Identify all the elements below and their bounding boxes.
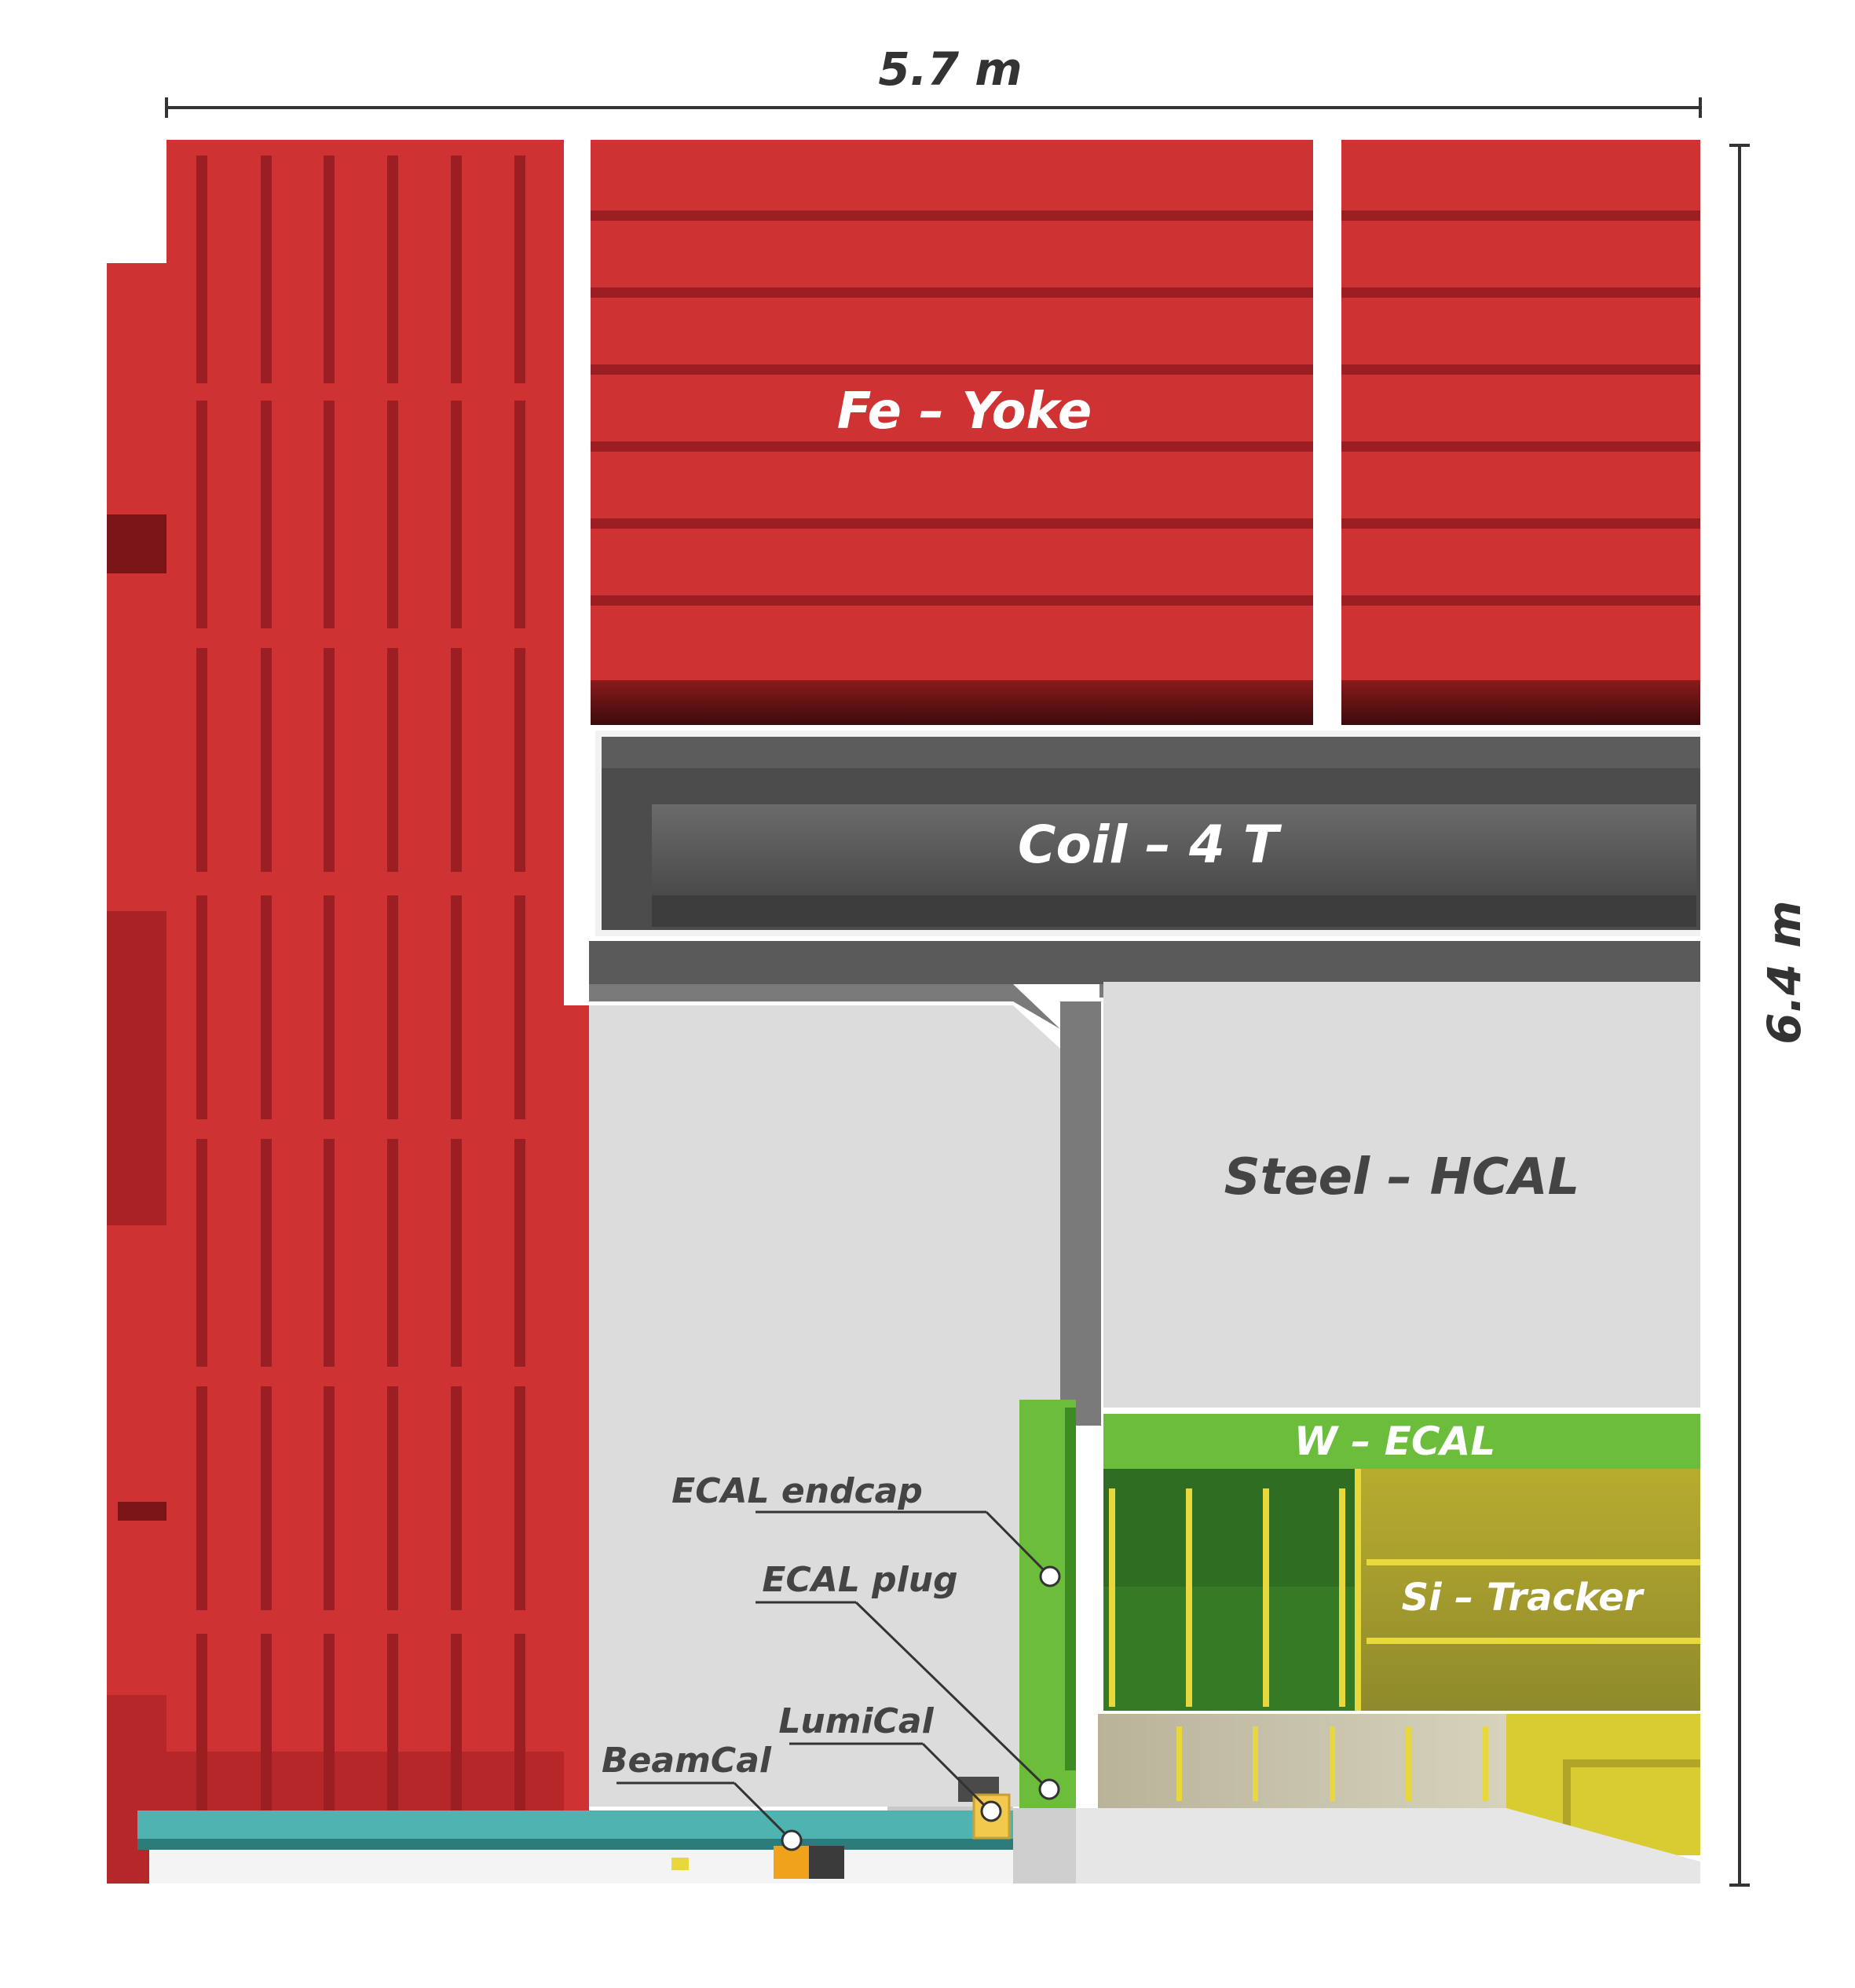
hcal-endcap xyxy=(589,1005,1060,1807)
yoke-layer xyxy=(591,211,1313,221)
yoke-endcap-grooves xyxy=(196,156,525,1814)
yoke-groove xyxy=(514,895,525,1119)
yoke-groove xyxy=(324,1386,335,1610)
inner-tracker-line xyxy=(1253,1726,1258,1801)
yoke-groove xyxy=(387,1634,398,1814)
yoke-layer xyxy=(1341,441,1700,452)
yoke-groove xyxy=(261,401,272,628)
yoke-groove xyxy=(196,895,207,1119)
height-label: 6.4 m xyxy=(1758,900,1811,1044)
yoke-layer xyxy=(591,518,1313,529)
ecal-layer-line xyxy=(1339,1488,1345,1707)
yoke-groove xyxy=(514,401,525,628)
yoke-groove xyxy=(387,1386,398,1610)
yoke-layer xyxy=(591,364,1313,375)
yoke-groove xyxy=(261,648,272,872)
yoke-groove xyxy=(451,156,462,383)
yoke-layer xyxy=(1341,595,1700,606)
yoke-groove xyxy=(261,1634,272,1814)
callout-ecal-endcap: ECAL endcap xyxy=(671,1471,1061,1587)
yoke-barrel xyxy=(591,140,1700,725)
yoke-groove xyxy=(387,895,398,1119)
yoke-label: Fe – Yoke xyxy=(837,383,1092,441)
yoke-groove xyxy=(324,1634,335,1814)
support-structure xyxy=(589,941,1700,1426)
ecal-layer-line xyxy=(1186,1488,1192,1707)
yoke-groove xyxy=(324,156,335,383)
yoke-groove xyxy=(387,401,398,628)
yoke-groove xyxy=(261,156,272,383)
yoke-groove xyxy=(514,1634,525,1814)
lumical-label: LumiCal xyxy=(778,1701,934,1741)
yoke-groove xyxy=(451,1634,462,1814)
yoke-groove xyxy=(196,1634,207,1814)
coil xyxy=(595,730,1700,936)
yoke-groove xyxy=(196,648,207,872)
ecal-plug-label: ECAL plug xyxy=(762,1560,957,1600)
ecal-layers xyxy=(1109,1488,1345,1707)
inner-tracker-line xyxy=(1330,1726,1335,1801)
hcal-label: Steel – HCAL xyxy=(1224,1148,1580,1206)
inner-tracker-layers xyxy=(1176,1726,1488,1801)
yoke-layer xyxy=(1341,211,1700,221)
yoke-groove xyxy=(514,1386,525,1610)
yoke-groove xyxy=(451,1386,462,1610)
yoke-groove xyxy=(324,1139,335,1367)
beampipe xyxy=(137,1810,1013,1884)
ecal-endcap xyxy=(1019,1400,1076,1808)
yoke-groove xyxy=(324,895,335,1119)
beamcal-detector xyxy=(774,1846,844,1879)
hcal-barrel xyxy=(1103,982,1700,1408)
inner-tracker-line xyxy=(1176,1726,1182,1801)
ecal-layer-line xyxy=(1263,1488,1269,1707)
yoke-groove xyxy=(261,1386,272,1610)
callout-ecal-plug: ECAL plug xyxy=(756,1560,1060,1800)
coil-label: Coil – 4 T xyxy=(1018,815,1282,875)
width-dimension xyxy=(165,97,1702,118)
yoke-groove xyxy=(261,1139,272,1367)
yoke-layer xyxy=(1341,287,1700,298)
yoke-layer xyxy=(591,287,1313,298)
yoke-groove xyxy=(261,895,272,1119)
yoke-layer xyxy=(1341,364,1700,375)
yoke-groove xyxy=(196,1139,207,1367)
yoke-groove xyxy=(387,1139,398,1367)
ecal-layer-line xyxy=(1109,1488,1115,1707)
callout-beamcal: BeamCal xyxy=(602,1741,803,1851)
yoke-groove xyxy=(196,1386,207,1610)
inner-tracker-line xyxy=(1406,1726,1411,1801)
tracker-label: Si – Tracker xyxy=(1402,1576,1645,1620)
yoke-groove xyxy=(387,648,398,872)
yoke-groove xyxy=(514,1139,525,1367)
yoke-endcap xyxy=(107,140,589,1884)
yoke-groove xyxy=(324,401,335,628)
yoke-layer xyxy=(591,595,1313,606)
callout-lumical: LumiCal xyxy=(778,1701,1002,1822)
yoke-groove xyxy=(514,156,525,383)
ecal-endcap-label: ECAL endcap xyxy=(671,1471,923,1511)
height-dimension xyxy=(1729,144,1750,1887)
yoke-groove xyxy=(324,648,335,872)
yoke-layer xyxy=(591,441,1313,452)
inner-tracker xyxy=(1098,1714,1700,1855)
yoke-layer xyxy=(1341,518,1700,529)
width-label: 5.7 m xyxy=(878,42,1022,96)
yoke-groove xyxy=(196,401,207,628)
yoke-barrel-layers xyxy=(591,211,1700,606)
ecal-label: W – ECAL xyxy=(1294,1419,1495,1464)
ecal-barrel xyxy=(1103,1414,1700,1711)
beamcal-label: BeamCal xyxy=(602,1741,772,1781)
yoke-groove xyxy=(451,401,462,628)
si-tracker xyxy=(1355,1469,1700,1711)
yoke-groove xyxy=(196,156,207,383)
yoke-groove xyxy=(451,648,462,872)
yoke-groove xyxy=(451,1139,462,1367)
inner-tracker-line xyxy=(1483,1726,1488,1801)
yoke-groove xyxy=(514,648,525,872)
yoke-groove xyxy=(387,156,398,383)
yoke-groove xyxy=(451,895,462,1119)
